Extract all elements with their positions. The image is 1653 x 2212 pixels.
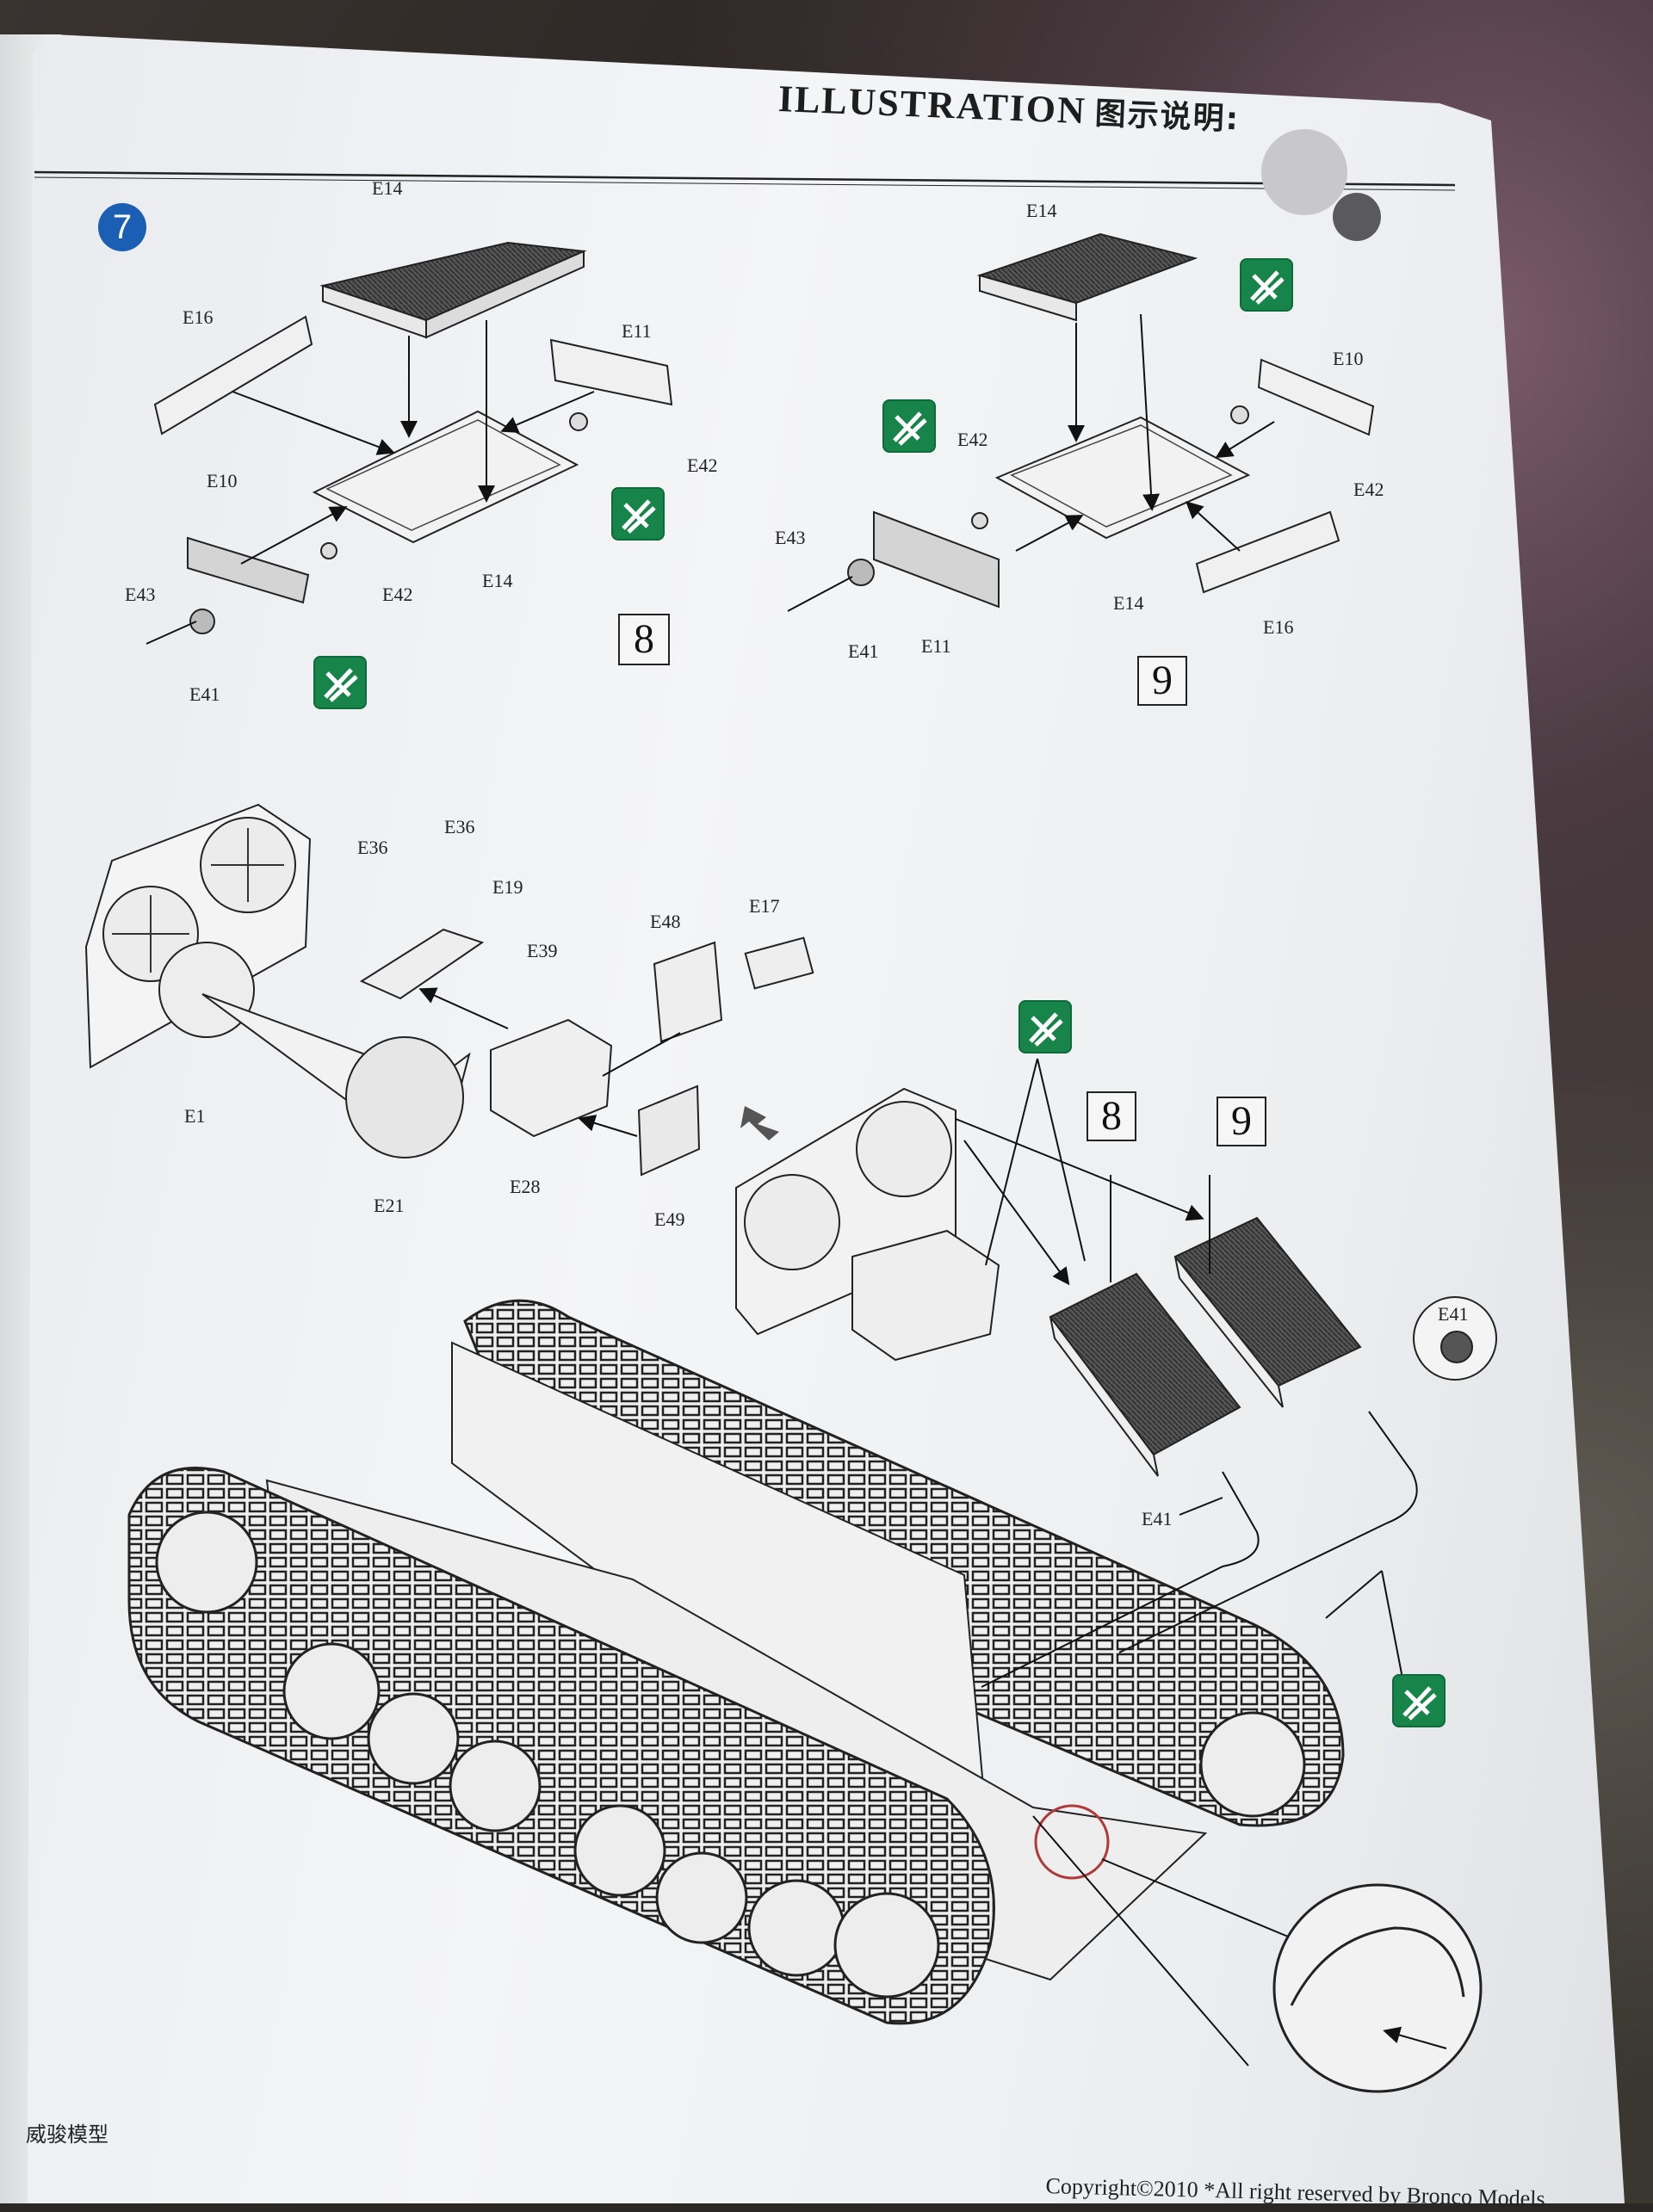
part-label: E28 <box>510 1176 541 1197</box>
glue-icon <box>1018 1000 1072 1053</box>
part-label: E41 <box>848 640 879 662</box>
part-label: E43 <box>775 527 806 548</box>
hull-drawing <box>127 1087 1483 2093</box>
part-label: E11 <box>921 635 951 657</box>
part-label: E39 <box>527 940 558 961</box>
callout-box-8: 8 <box>618 614 670 665</box>
part-label: E17 <box>749 895 780 917</box>
subassembly-9-drawing <box>787 232 1375 612</box>
subassembly-8-drawing <box>145 241 673 645</box>
glue-icon <box>1240 258 1293 312</box>
footer-brand: 威骏模型 <box>26 2122 108 2147</box>
part-label: E21 <box>374 1195 405 1216</box>
part-label: E14 <box>372 177 403 199</box>
step-number-badge: 7 <box>98 203 146 251</box>
part-label: E41 <box>189 683 220 705</box>
glue-icon <box>882 399 936 453</box>
radiator-modules-drawing <box>955 1058 1497 1688</box>
part-label: E43 <box>125 584 156 605</box>
header-decor-circle <box>1261 129 1347 215</box>
part-label: E48 <box>650 911 681 932</box>
part-label: E42 <box>957 429 988 450</box>
header-rule <box>34 170 1456 187</box>
part-label: E14 <box>482 570 513 591</box>
part-label: E1 <box>184 1105 206 1127</box>
glue-icon <box>1392 1674 1446 1727</box>
callout-box-9: 9 <box>1137 656 1187 706</box>
glue-icon <box>313 656 367 709</box>
part-label: E16 <box>183 306 214 328</box>
part-label: E14 <box>1113 592 1144 614</box>
callout-box-9: 9 <box>1217 1097 1266 1146</box>
part-label: E42 <box>382 584 413 605</box>
callout-box-8: 8 <box>1087 1091 1136 1141</box>
part-label: E10 <box>207 470 238 491</box>
part-label: E14 <box>1026 200 1057 221</box>
part-label: E49 <box>654 1208 685 1230</box>
part-label: E11 <box>622 320 652 342</box>
part-label: E36 <box>444 816 475 837</box>
part-label: E10 <box>1333 348 1364 369</box>
part-label: E41 <box>1142 1508 1173 1529</box>
part-label: E19 <box>492 876 523 898</box>
glue-icon <box>611 487 665 541</box>
part-label: E42 <box>687 454 718 476</box>
part-label: E16 <box>1263 616 1294 638</box>
page-title-cn: 图示说明: <box>1093 96 1241 138</box>
part-label: E36 <box>357 837 388 858</box>
part-label: E41 <box>1438 1303 1469 1325</box>
part-label: E42 <box>1353 479 1384 500</box>
engine-subassembly-drawing <box>84 803 814 1177</box>
